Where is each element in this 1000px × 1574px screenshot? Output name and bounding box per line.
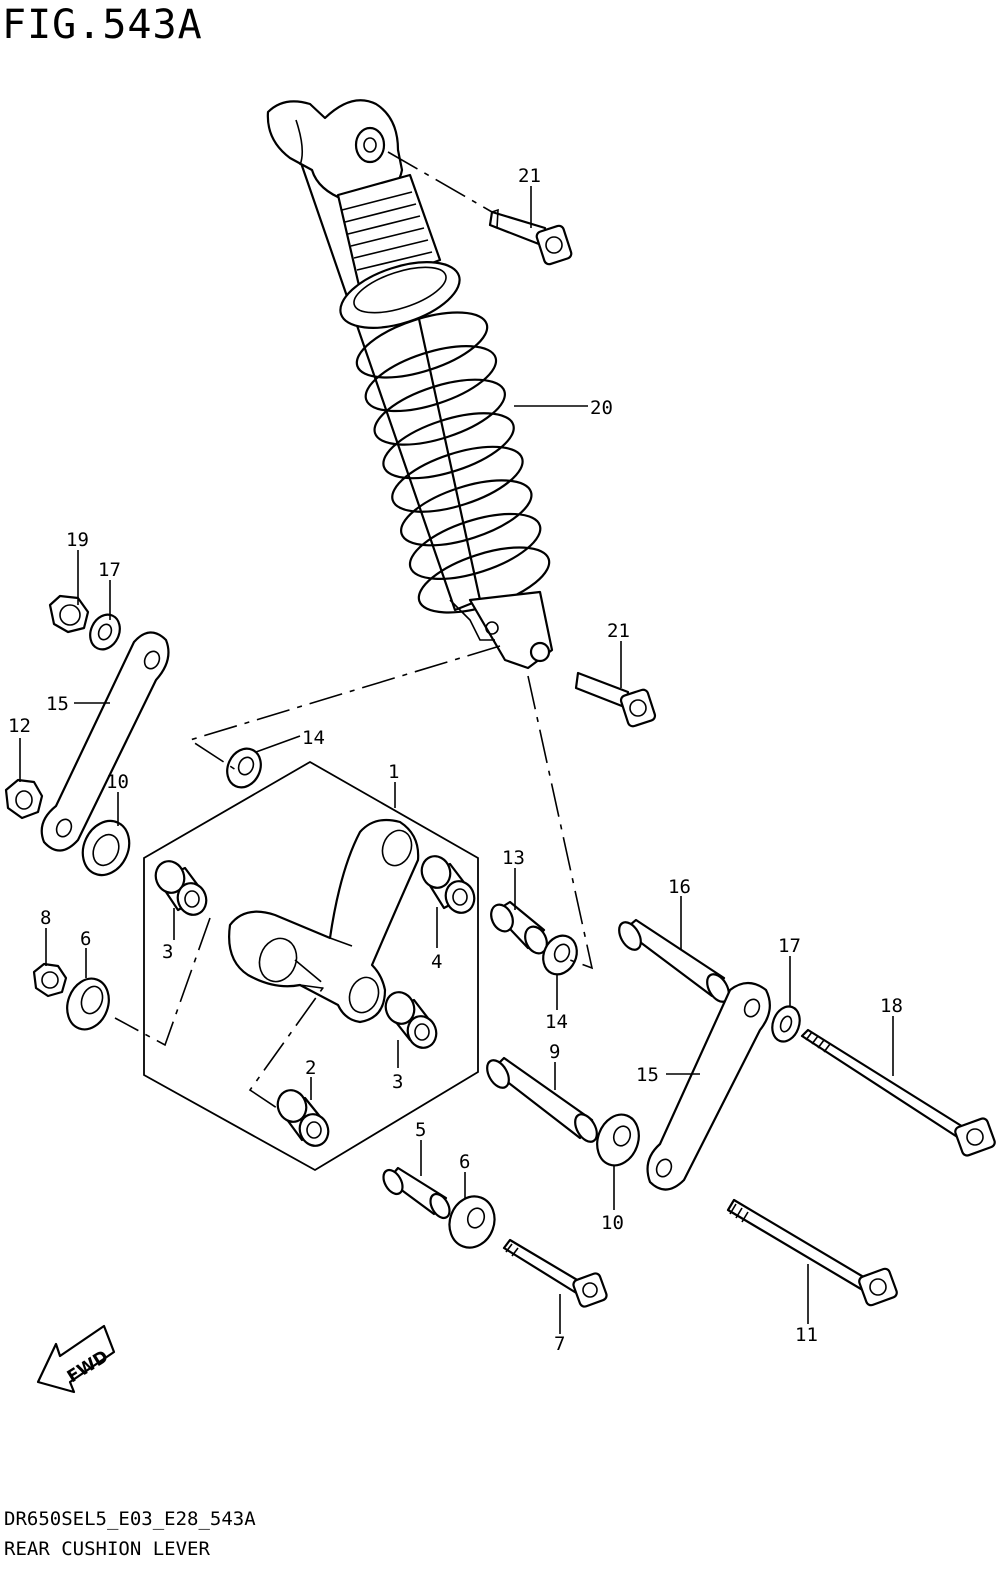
- bush-10-right[interactable]: [590, 1109, 645, 1172]
- callout-1: 1: [388, 761, 399, 783]
- spacer-16[interactable]: [615, 918, 734, 1006]
- callout-10-left: 10: [106, 771, 129, 793]
- callout-18: 18: [880, 995, 903, 1017]
- figure-caption: REAR CUSHION LEVER: [4, 1538, 210, 1560]
- bush-3-upper[interactable]: [151, 857, 210, 919]
- spacer-9[interactable]: [483, 1056, 602, 1146]
- bolt-7[interactable]: [502, 1238, 608, 1308]
- washer-6-left[interactable]: [60, 973, 115, 1036]
- callout-13: 13: [502, 847, 525, 869]
- leader-lines: [19, 186, 894, 1334]
- washer-17-right[interactable]: [768, 1003, 805, 1046]
- washer-14-upper[interactable]: [221, 743, 267, 793]
- cushion-lever-1[interactable]: [228, 818, 420, 1024]
- callout-2: 2: [305, 1057, 316, 1079]
- nut-12[interactable]: [4, 778, 44, 820]
- callout-16: 16: [668, 876, 691, 898]
- washer-6-right[interactable]: [442, 1190, 501, 1254]
- bolt-21-lower[interactable]: [574, 671, 657, 728]
- callout-17-right: 17: [778, 935, 801, 957]
- callout-6-left: 6: [80, 928, 91, 950]
- spring-coil: [391, 445, 524, 513]
- callout-15-right: 15: [636, 1064, 659, 1086]
- callout-labels: 21 20 21 19 17 15 12 10 14 1 3 4 3 2 8 6…: [8, 165, 903, 1355]
- callout-15-left: 15: [46, 693, 69, 715]
- rear-shock-absorber[interactable]: [266, 99, 557, 670]
- spring-coil: [400, 479, 533, 547]
- callout-21-lower: 21: [607, 620, 630, 642]
- fwd-arrow-icon: [36, 1324, 116, 1394]
- callout-20: 20: [590, 397, 613, 419]
- spacer-5[interactable]: [380, 1166, 454, 1222]
- spring-coil: [373, 378, 506, 446]
- callout-14-upper: 14: [302, 727, 325, 749]
- bush-3-lower[interactable]: [381, 988, 440, 1052]
- spring-coil: [364, 345, 498, 413]
- bush-2[interactable]: [273, 1086, 332, 1150]
- callout-12: 12: [8, 715, 31, 737]
- callout-11: 11: [795, 1324, 818, 1346]
- lever-assembly-outline: [143, 760, 479, 1172]
- callout-10-right: 10: [601, 1212, 624, 1234]
- nut-8[interactable]: [32, 962, 68, 998]
- spring-coil: [382, 412, 515, 480]
- spring-coil: [355, 311, 489, 379]
- callout-3-upper: 3: [162, 941, 173, 963]
- callout-17-left: 17: [98, 559, 121, 581]
- nut-19[interactable]: [48, 594, 90, 634]
- callout-5: 5: [415, 1119, 426, 1141]
- callout-19: 19: [66, 529, 89, 551]
- callout-8: 8: [40, 907, 51, 929]
- bush-13[interactable]: [487, 900, 551, 957]
- callout-14-lower: 14: [545, 1011, 568, 1033]
- figure-code: DR650SEL5_E03_E28_543A: [4, 1508, 256, 1530]
- assembly-lines: [114, 151, 594, 1111]
- bolt-18[interactable]: [800, 1028, 996, 1157]
- callout-7: 7: [554, 1333, 565, 1355]
- bolt-21-upper[interactable]: [488, 208, 573, 266]
- figure-title: FIG.543A: [2, 2, 203, 48]
- callout-3-lower: 3: [392, 1071, 403, 1093]
- callout-4: 4: [431, 951, 442, 973]
- callout-21-upper: 21: [518, 165, 541, 187]
- washer-17-left[interactable]: [85, 610, 126, 654]
- callout-6-right: 6: [459, 1151, 470, 1173]
- link-rod-15-right[interactable]: [646, 981, 771, 1191]
- callout-9: 9: [549, 1041, 560, 1063]
- bolt-11[interactable]: [726, 1198, 898, 1307]
- bush-4[interactable]: [417, 852, 478, 917]
- link-rod-15-left[interactable]: [40, 631, 170, 852]
- spring-coil: [408, 512, 542, 580]
